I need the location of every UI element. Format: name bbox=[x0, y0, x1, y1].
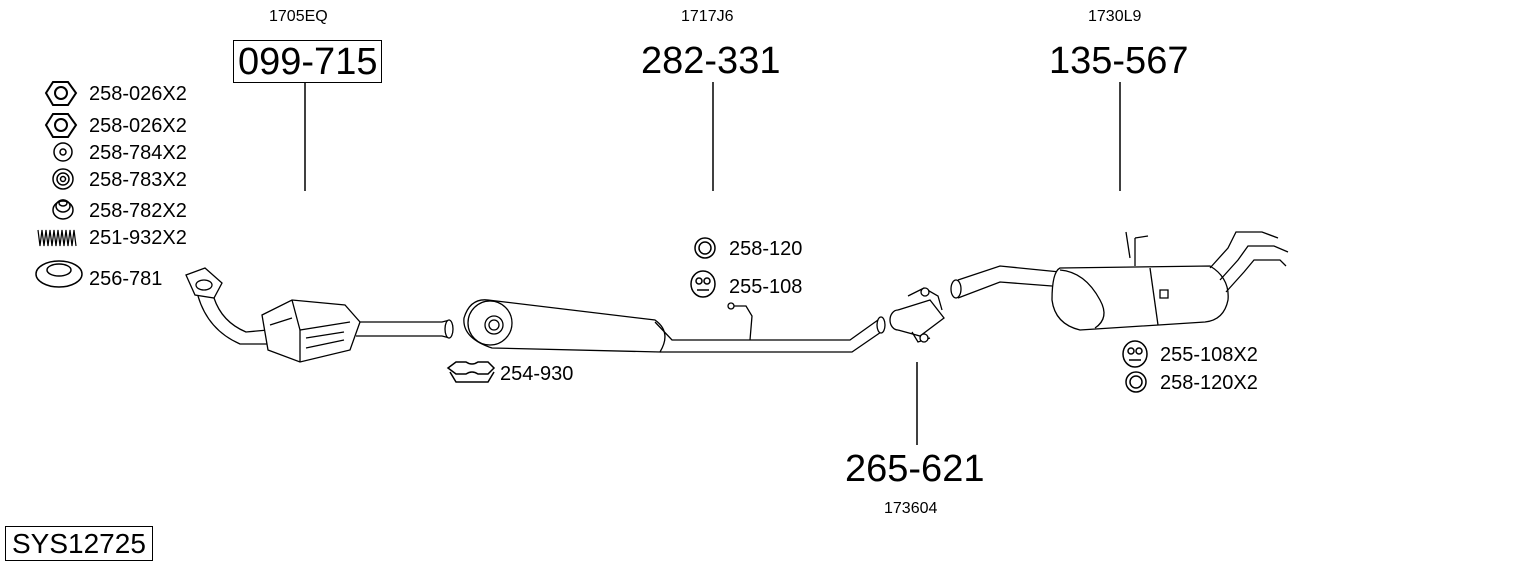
accessory-label[interactable]: 258-120 bbox=[729, 238, 803, 260]
rear-muffler bbox=[950, 231, 1289, 331]
accessory-label[interactable]: 258-026X2 bbox=[89, 83, 187, 105]
accessory-label[interactable]: 255-108X2 bbox=[1160, 344, 1258, 366]
gasket-ring-icon bbox=[35, 260, 83, 288]
part-number-265-621[interactable]: 265-621 bbox=[845, 448, 985, 490]
system-code: SYS12725 bbox=[5, 526, 153, 561]
part-ref-1730L9: 1730L9 bbox=[1088, 8, 1142, 25]
accessory-label[interactable]: 258-026X2 bbox=[89, 115, 187, 137]
connector-clamp-part bbox=[889, 287, 945, 343]
accessory-label[interactable]: 256-781 bbox=[89, 268, 163, 290]
accessory-label[interactable]: 258-782X2 bbox=[89, 200, 187, 222]
spring-icon bbox=[37, 229, 77, 247]
catalytic-converter-pipe bbox=[185, 267, 454, 363]
accessory-label[interactable]: 251-932X2 bbox=[89, 227, 187, 249]
part-number-282-331[interactable]: 282-331 bbox=[641, 40, 781, 82]
rubber-ring-icon bbox=[694, 237, 716, 259]
center-muffler bbox=[463, 299, 886, 353]
part-ref-173604: 173604 bbox=[884, 500, 938, 517]
spring-washer-icon bbox=[52, 168, 74, 190]
accessory-label[interactable]: 258-120X2 bbox=[1160, 372, 1258, 394]
accessory-label[interactable]: 254-930 bbox=[500, 363, 574, 385]
accessory-label[interactable]: 258-784X2 bbox=[89, 142, 187, 164]
part-ref-1717J6: 1717J6 bbox=[681, 8, 734, 25]
part-ref-1705EQ: 1705EQ bbox=[269, 8, 328, 25]
part-number-135-567[interactable]: 135-567 bbox=[1049, 40, 1189, 82]
washer-icon bbox=[53, 142, 73, 162]
accessory-label[interactable]: 258-783X2 bbox=[89, 169, 187, 191]
hex-nut-icon bbox=[44, 81, 78, 106]
accessory-label[interactable]: 255-108 bbox=[729, 276, 803, 298]
rubber-mount-icon bbox=[1122, 340, 1148, 368]
hex-nut-icon bbox=[44, 113, 78, 138]
stud-icon bbox=[52, 199, 74, 220]
rubber-ring-icon bbox=[1125, 371, 1147, 393]
rubber-mount-icon bbox=[690, 270, 716, 298]
part-number-099-715[interactable]: 099-715 bbox=[233, 40, 383, 83]
clamp-icon bbox=[446, 361, 496, 383]
